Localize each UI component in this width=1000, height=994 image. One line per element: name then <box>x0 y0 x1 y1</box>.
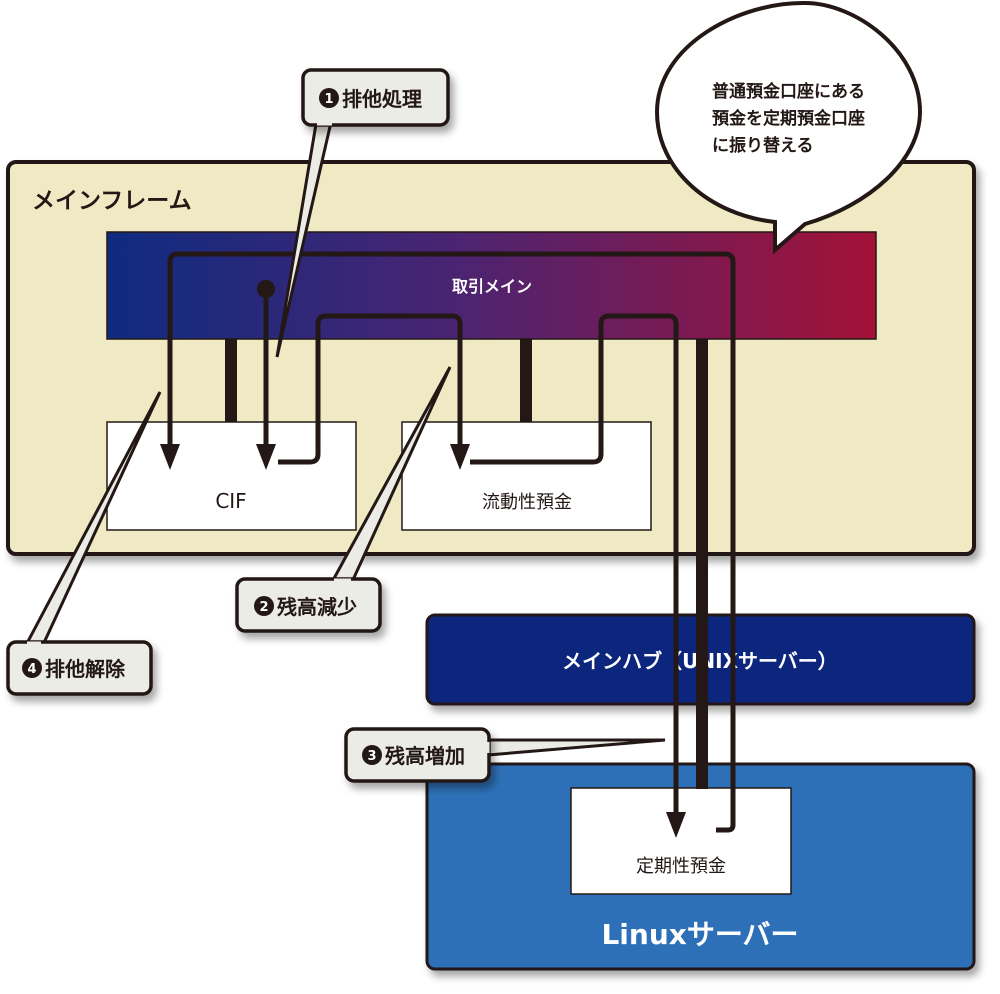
callout-3-label: 残高増加 <box>385 744 465 768</box>
cif-label: CIF <box>215 489 246 513</box>
liquid-deposit-label: 流動性預金 <box>482 492 572 513</box>
arrow-down-icon <box>256 444 276 470</box>
callout-4-number: 4 <box>27 662 36 677</box>
connector-cif <box>225 339 237 422</box>
fixed-deposit-box <box>570 787 792 895</box>
speech-line-2: 預金を定期預金口座 <box>712 108 865 129</box>
arrow-down-icon <box>450 444 470 470</box>
step-number-badge <box>254 596 274 616</box>
step-number-badge <box>319 88 339 108</box>
mainframe-panel: メインフレーム 取引メイン CIF 流動性預金 <box>6 160 976 556</box>
callout-exclusive-release: 4 排他解除 <box>6 391 162 696</box>
callout-exclusive-lock: 1 排他処理 <box>275 68 450 358</box>
release-flow-line <box>167 251 736 833</box>
linux-server-label: Linuxサーバー <box>601 918 798 951</box>
liquid-deposit-box <box>401 421 652 531</box>
transaction-main-label: 取引メイン <box>452 277 532 296</box>
mainframe-title: メインフレーム <box>32 188 192 214</box>
step-number-badge <box>22 658 42 678</box>
callout-3-number: 3 <box>367 749 376 764</box>
speech-line-3: に振り替える <box>712 135 814 156</box>
transaction-main-bar <box>106 231 877 340</box>
trunk-connector <box>696 339 708 789</box>
lock-start-dot <box>257 280 275 298</box>
callout-2-number: 2 <box>259 600 268 615</box>
arrow-down-icon <box>160 444 180 470</box>
callout-1-number: 1 <box>324 92 333 107</box>
linux-server-panel: 定期性預金 Linuxサーバー <box>425 762 976 971</box>
arrowheads <box>160 444 686 838</box>
speech-line-1: 普通預金口座にある <box>712 81 865 102</box>
callout-balance-decrease: 2 残高減少 <box>235 366 452 633</box>
balance-decrease-flow-line <box>278 313 463 465</box>
step-number-badge <box>362 745 382 765</box>
callout-balance-increase: 3 残高増加 <box>344 727 666 783</box>
callout-4-label: 排他解除 <box>45 657 126 681</box>
flow-lines <box>167 251 736 833</box>
arrow-down-icon <box>666 812 686 838</box>
fixed-deposit-label: 定期性預金 <box>636 856 726 877</box>
speech-bubble: 普通預金口座にある 預金を定期預金口座 に振り替える <box>654 0 923 255</box>
callout-1-label: 排他処理 <box>342 87 422 111</box>
balance-increase-flow-line <box>470 313 679 822</box>
connector-liquid <box>520 339 532 422</box>
callout-2-label: 残高減少 <box>277 595 357 619</box>
